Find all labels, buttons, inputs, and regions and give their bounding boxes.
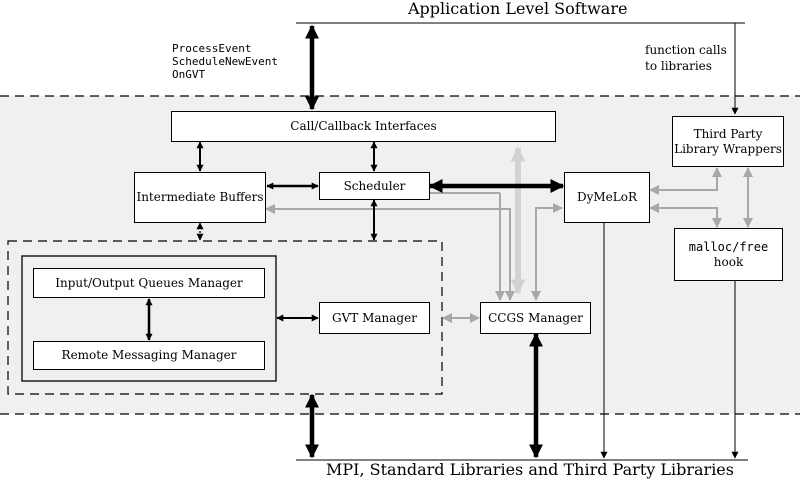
bottom-title: MPI, Standard Libraries and Third Party … — [326, 460, 734, 479]
remote-messaging-manager-box: Remote Messaging Manager — [33, 341, 265, 370]
scheduler-box: Scheduler — [319, 172, 430, 200]
io-queues-manager-box: Input/Output Queues Manager — [33, 268, 265, 298]
api-call-process-event: ProcessEvent — [172, 42, 252, 55]
gvt-manager-box: GVT Manager — [319, 302, 430, 334]
dymelor-ccgs-arrow — [531, 203, 563, 301]
function-calls-label-1: function calls — [645, 43, 727, 57]
malloc-free-hook-box: malloc/free hook — [674, 228, 783, 281]
ccgs-manager-box: CCGS Manager — [480, 302, 591, 334]
function-calls-label-2: to libraries — [645, 59, 712, 73]
call-callback-interfaces-box: Call/Callback Interfaces — [171, 111, 556, 142]
malloc-label: malloc/free — [688, 239, 769, 254]
third-party-wrappers-box: Third Party Library Wrappers — [672, 116, 784, 167]
intermediate-buffers-box: Intermediate Buffers — [134, 172, 266, 223]
top-title: Application Level Software — [408, 0, 628, 18]
api-call-ongvt: OnGVT — [172, 68, 206, 81]
buffers-ccgs-arrow — [265, 204, 515, 301]
dymelor-box: DyMeLoR — [564, 172, 650, 223]
hook-label: hook — [713, 254, 744, 269]
third-party-label-1: Third Party — [693, 126, 763, 141]
dymelor-hook-arrow — [649, 203, 722, 228]
third-party-label-2: Library Wrappers — [674, 141, 782, 156]
api-call-schedule-new-event: ScheduleNewEvent — [172, 55, 278, 68]
dymelor-wrappers-arrow-a — [649, 167, 722, 195]
